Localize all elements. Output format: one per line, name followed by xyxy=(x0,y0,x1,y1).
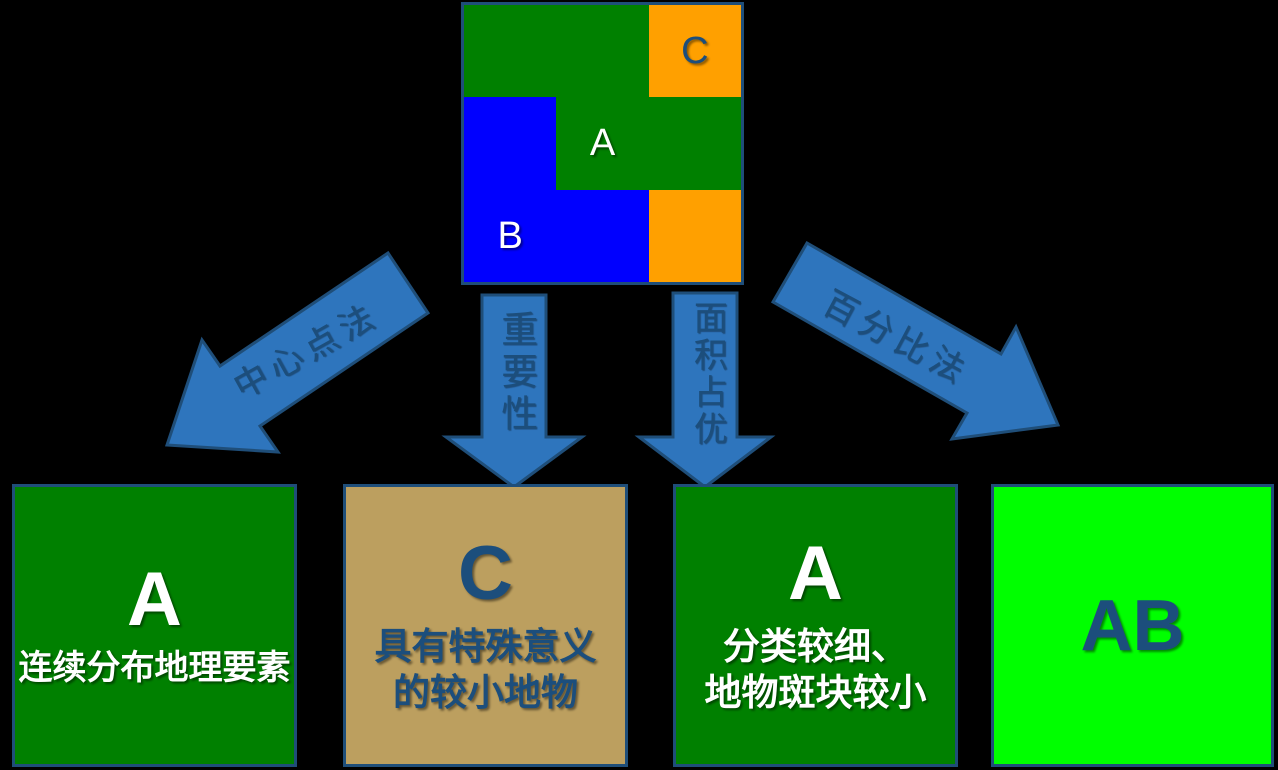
result-box-area-dominance: A 分类较细、 地物斑块较小 xyxy=(673,484,958,767)
result-description-line2: 的较小地物 xyxy=(393,671,578,713)
grid-label-c: C xyxy=(681,30,709,73)
result-description-line1: 分类较细、 xyxy=(723,626,908,668)
grid-label-b: B xyxy=(497,214,523,257)
grid-cell-r2c1 xyxy=(464,97,557,190)
arrow-percentage-shape xyxy=(770,240,1061,441)
result-box-percentage: AB xyxy=(991,484,1274,767)
grid-cell-r2c3 xyxy=(648,97,741,190)
result-letter: A xyxy=(127,556,182,642)
result-letter: A xyxy=(788,531,843,617)
grid-cell-r3c2 xyxy=(556,189,649,282)
result-description-line2: 地物斑块较小 xyxy=(704,671,927,713)
arrow-label-area-dominance: 面积占优 xyxy=(688,300,727,448)
grid-cell-r1c1 xyxy=(464,5,557,98)
result-description: 连续分布地理要素 xyxy=(18,648,291,687)
result-description-line1: 具有特殊意义 xyxy=(374,626,597,668)
grid-cell-r3c3 xyxy=(648,189,741,282)
arrow-area-dominance-shape xyxy=(634,291,776,489)
grid-cell-r2c2: A xyxy=(556,97,649,190)
source-land-cover-grid: C A B xyxy=(461,2,744,285)
grid-cell-r1c2 xyxy=(556,5,649,98)
arrow-center-point-shape xyxy=(164,250,431,454)
grid-cell-r3c1: B xyxy=(464,189,557,282)
result-letter: AB xyxy=(1080,585,1185,666)
arrow-importance-shape xyxy=(441,293,587,489)
arrow-label-importance: 重要性 xyxy=(495,310,537,436)
result-box-importance: C 具有特殊意义 的较小地物 xyxy=(343,484,628,767)
grid-label-a: A xyxy=(589,122,616,165)
grid-cell-r1c3: C xyxy=(648,5,741,98)
result-letter: C xyxy=(458,531,513,617)
result-box-center-point: A 连续分布地理要素 xyxy=(12,484,297,767)
